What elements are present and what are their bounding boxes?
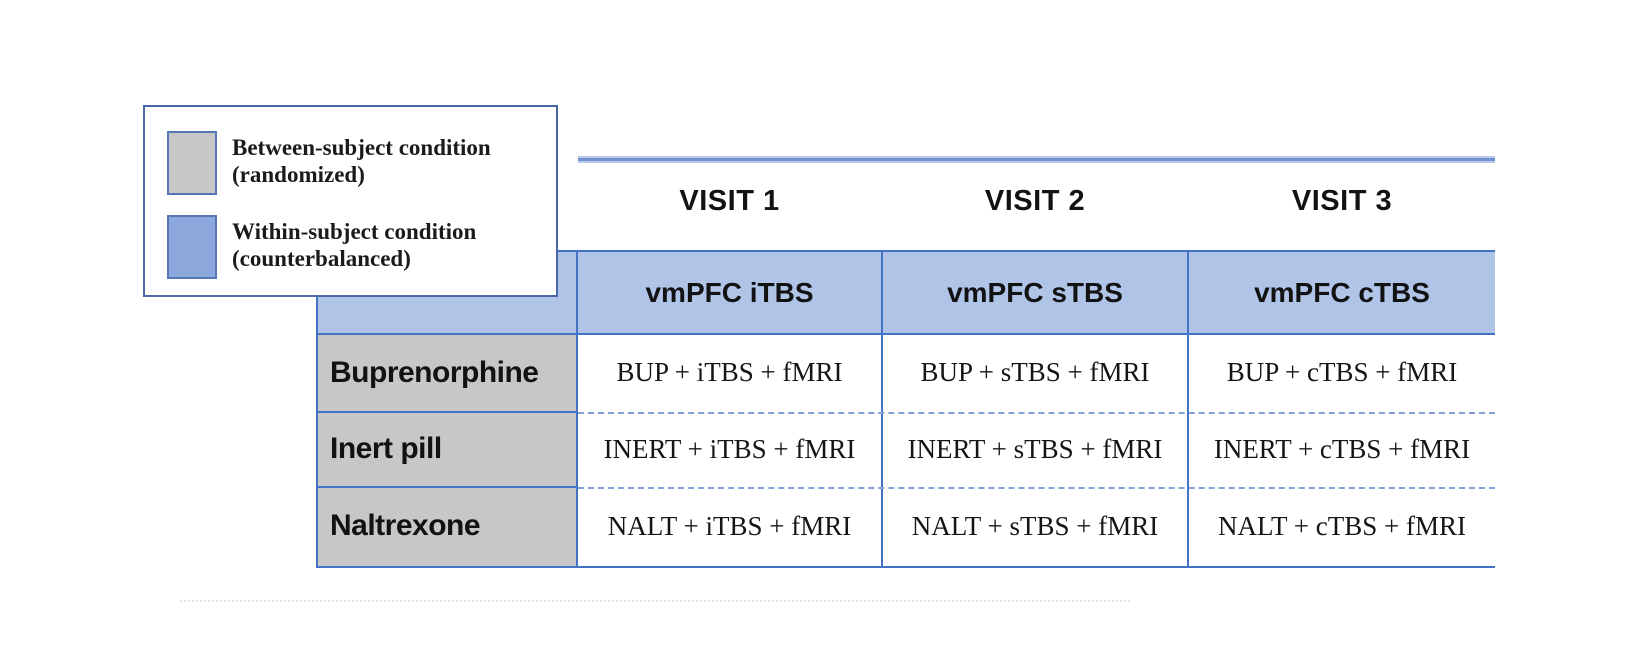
label-row-separator-2 (316, 486, 578, 488)
legend-line: (randomized) (232, 162, 365, 187)
legend-item-between-subject: Between-subject condition (randomized) (167, 131, 556, 195)
label-row-separator-1 (316, 411, 578, 413)
legend-item-label: Between-subject condition (randomized) (232, 131, 491, 188)
blue-swatch-icon (167, 215, 217, 279)
cell-inert-ctbs: INERT + cTBS + fMRI (1213, 433, 1471, 464)
legend-line: Within-subject condition (232, 219, 477, 244)
cell-nalt-stbs: NALT + sTBS + fMRI (911, 510, 1159, 541)
column-border-2 (881, 250, 883, 568)
visit-3-header: VISIT 3 (1291, 184, 1393, 217)
cell-inert-itbs: INERT + iTBS + fMRI (603, 433, 856, 464)
table-bottom-border (316, 566, 1495, 568)
legend-item-label: Within-subject condition (counterbalance… (232, 215, 476, 272)
gray-swatch-icon (167, 131, 217, 195)
dashed-row-separator-1 (578, 412, 1495, 414)
row-label-inert-pill: Inert pill (330, 431, 442, 465)
legend-line: Between-subject condition (232, 135, 491, 160)
row-label-column-fill (316, 335, 578, 568)
header-bottom-border (316, 333, 1495, 335)
visit-1-header: VISIT 1 (679, 184, 780, 217)
cell-bup-stbs: BUP + sTBS + fMRI (920, 357, 1150, 387)
cell-inert-stbs: INERT + sTBS + fMRI (907, 433, 1163, 464)
cell-bup-ctbs: BUP + cTBS + fMRI (1226, 357, 1458, 387)
legend-item-within-subject: Within-subject condition (counterbalance… (167, 215, 556, 279)
legend-line: (counterbalanced) (232, 246, 411, 271)
cell-bup-itbs: BUP + iTBS + fMRI (616, 357, 843, 387)
cell-nalt-ctbs: NALT + cTBS + fMRI (1218, 510, 1466, 541)
dashed-row-separator-2 (578, 487, 1495, 489)
double-rule (578, 156, 1495, 163)
column-border-1 (576, 250, 578, 568)
table-left-border (316, 250, 318, 568)
legend-box: Between-subject condition (randomized) W… (143, 105, 558, 297)
visit-2-header: VISIT 2 (984, 184, 1086, 217)
column-border-3 (1187, 250, 1189, 568)
column-header-vmpfc-stbs: vmPFC sTBS (947, 276, 1123, 308)
scan-artifact-dotted-line (180, 600, 1130, 602)
cell-nalt-itbs: NALT + iTBS + fMRI (607, 510, 852, 541)
row-label-naltrexone: Naltrexone (330, 509, 481, 542)
row-label-buprenorphine: Buprenorphine (330, 356, 539, 389)
table-top-border (316, 250, 1495, 252)
column-header-vmpfc-itbs: vmPFC iTBS (645, 276, 814, 308)
column-header-vmpfc-ctbs: vmPFC cTBS (1254, 276, 1430, 308)
